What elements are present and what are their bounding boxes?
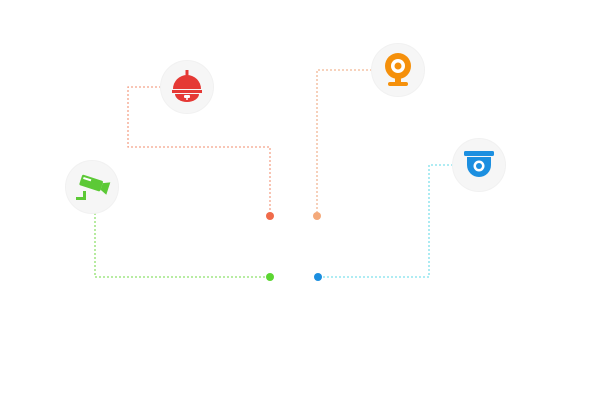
device-badge-dome-blue[interactable]: [453, 139, 505, 191]
node-orange: [313, 212, 321, 220]
connector-green: [94, 213, 270, 278]
node-red: [266, 212, 274, 220]
device-badge-dome-red[interactable]: [161, 61, 213, 113]
connector-blue: [318, 164, 453, 278]
node-blue: [314, 273, 322, 281]
dome-camera-icon: [172, 70, 202, 102]
connector-red: [127, 86, 271, 216]
device-badge-bullet-green[interactable]: [66, 161, 118, 213]
node-green: [266, 273, 274, 281]
device-badge-webcam-orange[interactable]: [372, 44, 424, 96]
connector-orange: [316, 69, 372, 216]
webcam-icon: [385, 53, 411, 86]
bullet-camera-icon: [76, 174, 111, 200]
ceiling-dome-camera-icon: [464, 151, 494, 177]
